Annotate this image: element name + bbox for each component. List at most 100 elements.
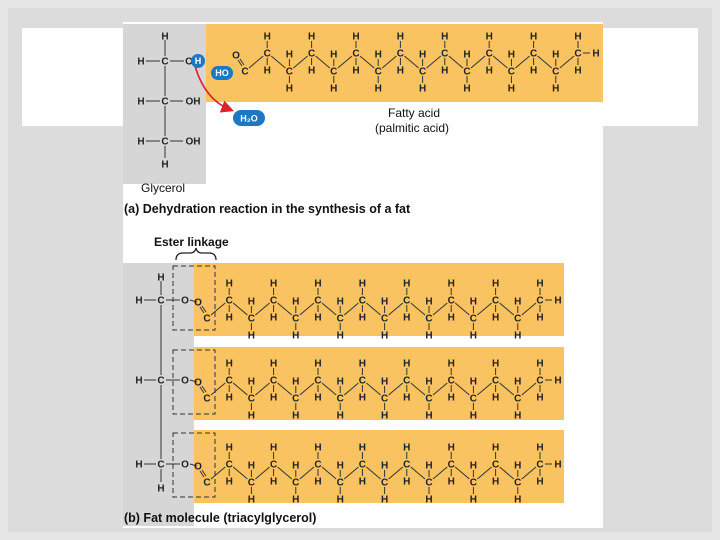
hydrogen: H <box>135 296 142 307</box>
chain-carbon: C <box>574 49 581 60</box>
hydrogen: H <box>135 376 142 387</box>
hydrogen: H <box>403 393 410 404</box>
chain-carbon: C <box>248 314 255 325</box>
hydrogen: H <box>359 393 366 404</box>
hydrogen: H <box>270 477 277 488</box>
chain-carbon: C <box>264 49 271 60</box>
bond-line <box>237 59 243 67</box>
hydrogen: H <box>135 460 142 471</box>
chain-carbon: C <box>381 394 388 405</box>
chain-carbon: C <box>286 67 293 78</box>
bond-line <box>404 55 419 69</box>
bond-line <box>299 302 315 316</box>
hydroxyl-group: OH <box>186 97 201 108</box>
bond-line <box>321 302 337 316</box>
water-badge: H₂O <box>233 110 265 126</box>
hydrogen: H <box>359 313 366 324</box>
bond-line <box>239 58 245 66</box>
bond-line <box>426 55 442 69</box>
bond-line <box>448 55 464 69</box>
chain-carbon: C <box>403 296 410 307</box>
bond-line <box>255 466 270 480</box>
hydrogen: H <box>425 495 432 506</box>
chain-carbon: C <box>552 67 559 78</box>
chain-carbon: C <box>359 460 366 471</box>
hydrogen: H <box>161 32 168 43</box>
chain-carbon: C <box>441 49 448 60</box>
hydrogen: H <box>359 279 366 290</box>
hydrogen: H <box>292 377 299 388</box>
triglyceride-glycerol-band <box>123 263 194 526</box>
triglyceride-chain-1-band <box>194 263 564 336</box>
chain-carbon: C <box>536 296 543 307</box>
bond-line <box>315 55 331 69</box>
chain-carbon: C <box>448 460 455 471</box>
hydrogen: H <box>264 66 271 77</box>
hydrogen: H <box>514 495 521 506</box>
chain-carbon: C <box>352 49 359 60</box>
bond-line <box>477 302 492 316</box>
hydrogen: H <box>137 97 144 108</box>
bond-line <box>232 382 248 396</box>
hydrogen: H <box>308 32 315 43</box>
bond-line <box>366 466 381 480</box>
glycerol-carbon: C <box>157 296 164 307</box>
hydrogen: H <box>137 137 144 148</box>
bond-line <box>343 466 359 480</box>
hydrogen: H <box>314 393 321 404</box>
bond-line <box>189 463 198 467</box>
ester-oxygen: O <box>181 376 189 387</box>
hydrogen: H <box>419 50 426 61</box>
hydrogen: H <box>314 279 321 290</box>
chain-carbon: C <box>337 314 344 325</box>
hydrogen: H <box>157 484 164 495</box>
carbonyl-oxygen: O <box>194 298 202 309</box>
carbonyl-carbon: C <box>241 67 248 78</box>
hydrogen: H <box>419 84 426 95</box>
svg-text:HO: HO <box>215 68 229 78</box>
hydrogen: H <box>226 393 233 404</box>
chain-carbon: C <box>470 314 477 325</box>
bond-line <box>248 55 264 69</box>
bond-line <box>255 302 270 316</box>
bond-line <box>499 382 515 396</box>
hydrogen: H <box>486 66 493 77</box>
chain-carbon: C <box>314 460 321 471</box>
chain-carbon: C <box>270 460 277 471</box>
glycerol-label: Glycerol <box>141 181 185 195</box>
chain-carbon: C <box>530 49 537 60</box>
hydrogen: H <box>470 297 477 308</box>
carbonyl-carbon: C <box>203 314 210 325</box>
hydrogen: H <box>359 477 366 488</box>
bond-line <box>388 382 404 396</box>
ester-oxygen: O <box>181 296 189 307</box>
bond-line <box>277 466 293 480</box>
bond-line <box>337 55 353 69</box>
bond-line <box>277 302 293 316</box>
bond-line <box>277 382 293 396</box>
ester-brace <box>175 247 217 261</box>
bond-line <box>521 382 537 396</box>
bond-line <box>499 466 515 480</box>
hydrogen: H <box>425 411 432 422</box>
chain-carbon: C <box>448 376 455 387</box>
hydrogen: H <box>314 443 321 454</box>
hydrogen: H <box>441 66 448 77</box>
bond-line <box>359 55 375 69</box>
hydrogen: H <box>403 477 410 488</box>
bond-line <box>521 466 537 480</box>
hydrogen: H <box>470 331 477 342</box>
bond-line <box>477 466 492 480</box>
hydrogen: H <box>157 273 164 284</box>
hydrogen: H <box>137 57 144 68</box>
hydrogen: H <box>536 313 543 324</box>
bond-line <box>432 382 448 396</box>
bond-line <box>299 382 315 396</box>
bond-line <box>343 302 359 316</box>
dehydration-arrow <box>194 65 234 113</box>
bond-line <box>210 382 226 396</box>
